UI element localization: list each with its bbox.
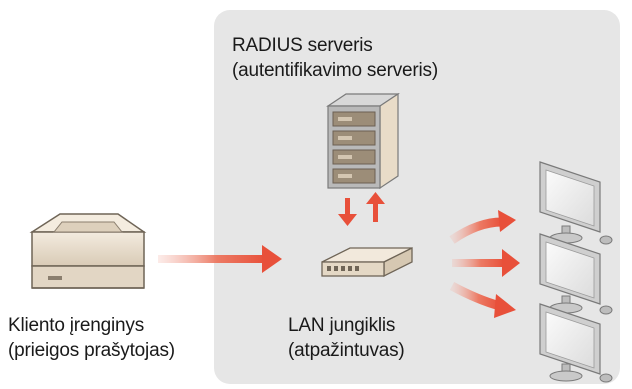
lan-switch-title: LAN jungiklis xyxy=(288,315,396,336)
radius-server-role: (autentifikavimo serveris) xyxy=(232,60,438,81)
computer-monitor-icon xyxy=(539,161,613,245)
network-switch-icon xyxy=(321,246,413,278)
client-device-role: (prieigos prašytojas) xyxy=(8,340,175,361)
radius-server-label: RADIUS serveris (autentifikavimo serveri… xyxy=(232,33,438,83)
client-device-title: Kliento įrenginys xyxy=(8,315,145,336)
arrow-switch-to-computer-bottom xyxy=(449,282,516,318)
lan-switch-label: LAN jungiklis (atpažintuvas) xyxy=(288,313,405,363)
arrow-client-to-switch xyxy=(158,245,282,273)
computer-monitor-icon xyxy=(539,303,613,383)
arrow-switch-to-computer-middle xyxy=(452,249,520,277)
radius-server-title: RADIUS serveris xyxy=(232,35,373,56)
arrow-server-to-switch xyxy=(338,198,357,226)
lan-switch-role: (atpažintuvas) xyxy=(288,340,405,361)
arrow-switch-to-server xyxy=(366,192,385,222)
arrow-switch-to-computer-top xyxy=(449,210,516,244)
client-device-label: Kliento įrenginys (prieigos prašytojas) xyxy=(8,313,175,363)
server-rack-icon xyxy=(326,92,400,190)
computer-monitor-icon xyxy=(539,233,613,315)
printer-icon xyxy=(29,213,147,289)
